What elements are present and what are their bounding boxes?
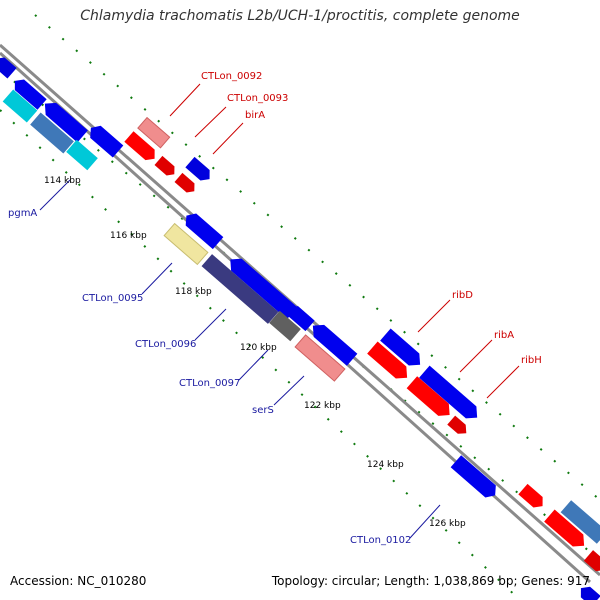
tick-label: 116 kbp <box>110 231 147 241</box>
gene-ribA <box>406 376 450 416</box>
gene-label-ctlon-0092[interactable]: CTLon_0092 <box>201 71 262 82</box>
leader-ctlon-0092 <box>169 83 201 117</box>
tick-label: 126 kbp <box>429 519 466 529</box>
gene-ctlon-0102 <box>450 455 496 498</box>
gene-pgmA-part1 <box>2 89 38 123</box>
leader-serS <box>273 375 305 406</box>
leader-ctlon-0102 <box>409 504 441 539</box>
gene-rev-top-4 <box>90 125 124 158</box>
gene-label-ctlon-0096[interactable]: CTLon_0096 <box>135 339 196 350</box>
gene-rev-top-3 <box>44 102 88 143</box>
gene-serS <box>294 334 346 382</box>
accession-text: Accession: NC_010280 <box>10 574 147 588</box>
gene-fwd-9 <box>544 509 585 547</box>
leader-ribD <box>417 299 451 333</box>
track-dots-outer <box>34 14 600 501</box>
gene-label-ribH[interactable]: ribH <box>521 355 542 366</box>
gene-ctlon-0095 <box>163 222 209 266</box>
gene-fwd-4 <box>174 172 195 193</box>
label-leaders <box>39 83 520 539</box>
gene-rev-mid-3 <box>288 306 315 332</box>
tick-label: 120 kbp <box>240 343 277 353</box>
leader-ctlon-0095 <box>141 262 173 295</box>
gene-ctlon-0092 <box>137 116 171 149</box>
gene-pgmA-part2 <box>30 112 74 154</box>
gene-label-ribA[interactable]: ribA <box>494 330 514 341</box>
tick-label: 122 kbp <box>304 401 341 411</box>
track-dots <box>0 14 600 600</box>
gene-ribH <box>447 415 467 434</box>
gene-label-ctlon-0095[interactable]: CTLon_0095 <box>82 293 143 304</box>
gene-rev-bottom-1 <box>580 586 600 600</box>
leader-ribH <box>486 365 520 399</box>
gene-fwd-8 <box>518 483 543 508</box>
gene-label-serS[interactable]: serS <box>252 405 274 416</box>
tick-label: 114 kbp <box>44 176 81 186</box>
gene-label-birA[interactable]: birA <box>245 110 265 121</box>
gene-ctlon-0093 <box>124 131 155 161</box>
gene-label-pgmA[interactable]: pgmA <box>8 208 37 219</box>
leader-ctlon-0097 <box>238 349 269 381</box>
reverse-genes <box>0 57 600 600</box>
gene-rev-top-2 <box>14 79 47 110</box>
gene-label-ctlon-0093[interactable]: CTLon_0093 <box>227 93 288 104</box>
gene-blue-outer-2 <box>380 328 421 366</box>
gene-ribD <box>367 341 408 379</box>
forward-gene-labels: CTLon_0092 CTLon_0093 birA ribD ribA rib… <box>201 71 542 366</box>
tick-labels: 114 kbp 116 kbp 118 kbp 120 kbp 122 kbp … <box>44 176 466 529</box>
track-dots-inner <box>0 109 521 600</box>
reverse-gene-labels: pgmA CTLon_0095 CTLon_0096 CTLon_0097 se… <box>8 208 411 546</box>
gene-rev-mid-1 <box>185 213 224 250</box>
gene-ctlon-0096 <box>201 254 279 324</box>
gene-blue-outer-3 <box>419 365 478 419</box>
leader-birA <box>212 122 244 155</box>
genome-stats-text: Topology: circular; Length: 1,038,869 bp… <box>271 574 590 588</box>
gene-pgmA-part3 <box>66 139 98 171</box>
gene-rev-mid-4 <box>312 324 358 366</box>
gene-label-ctlon-0102[interactable]: CTLon_0102 <box>350 535 411 546</box>
gene-birA <box>154 155 175 176</box>
leader-ctlon-0093 <box>194 106 227 138</box>
leader-ctlon-0096 <box>194 308 227 341</box>
gene-label-ribD[interactable]: ribD <box>452 290 473 301</box>
leader-pgmA <box>39 179 71 211</box>
gene-ctlon-0097 <box>269 310 301 342</box>
gene-rev-top-1 <box>0 57 17 79</box>
tick-label: 118 kbp <box>175 287 212 297</box>
gene-rev-mid-2 <box>230 258 298 320</box>
leader-ribA <box>459 339 493 373</box>
tick-label: 124 kbp <box>367 460 404 470</box>
gene-label-ctlon-0097[interactable]: CTLon_0097 <box>179 378 240 389</box>
gene-blue-outer-1 <box>185 156 210 181</box>
gene-steel-outer-1 <box>560 500 600 544</box>
map-title: Chlamydia trachomatis L2b/UCH-1/proctiti… <box>80 8 520 24</box>
